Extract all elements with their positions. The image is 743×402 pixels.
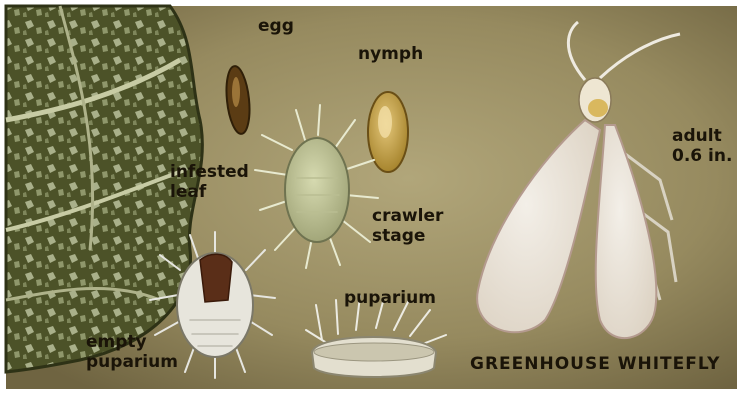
puparium-label: puparium	[344, 288, 436, 308]
egg-label: egg	[258, 16, 294, 36]
diagram-title: GREENHOUSE WHITEFLY	[470, 354, 720, 374]
empty-puparium-label: empty puparium	[86, 332, 178, 372]
infested-leaf-label: infested leaf	[170, 162, 249, 202]
crawler-stage-label: crawler stage	[372, 206, 443, 246]
adult-size-label: adult 0.6 in.	[672, 126, 732, 166]
nymph-label: nymph	[358, 44, 423, 64]
